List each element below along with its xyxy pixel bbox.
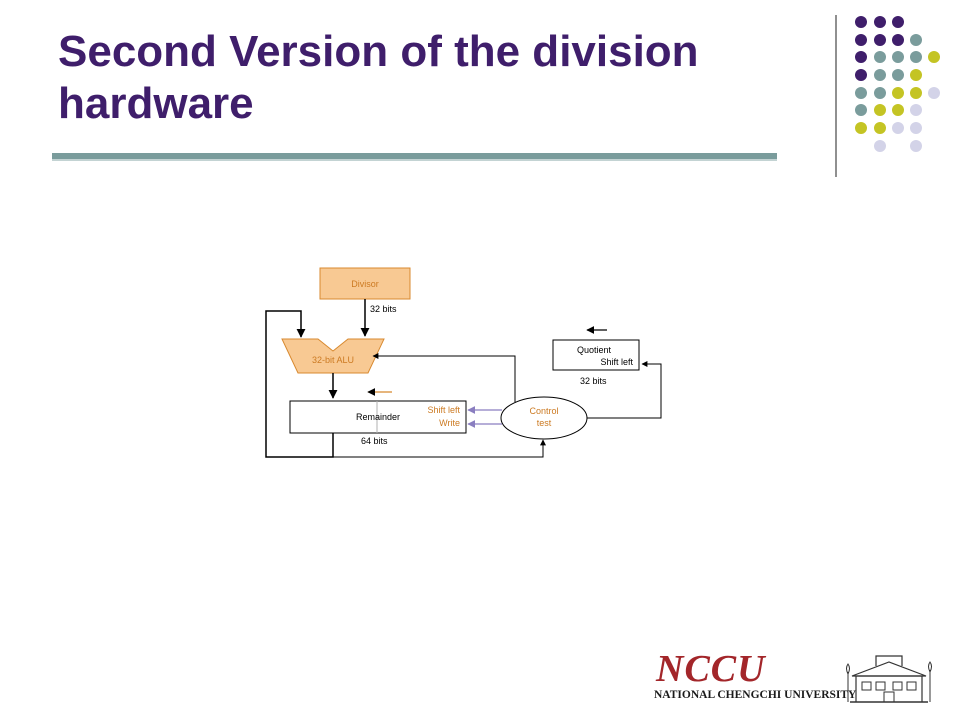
- quotient-shift-label: Shift left: [600, 357, 633, 367]
- dot: [874, 51, 886, 63]
- quotient-register: [552, 339, 640, 371]
- dot: [874, 87, 886, 99]
- remainder-to-control-wire: [333, 439, 546, 458]
- dot: [892, 69, 904, 81]
- dot: [855, 104, 867, 116]
- dot: [910, 104, 922, 116]
- dot: [874, 104, 886, 116]
- dot: [874, 140, 886, 152]
- dot: [928, 87, 940, 99]
- remainder-write-label: Write: [439, 418, 460, 428]
- dot: [910, 69, 922, 81]
- remainder-register: [289, 400, 467, 434]
- dot: [892, 16, 904, 28]
- slide-title: Second Version of the division hardware: [58, 27, 699, 128]
- dot: [855, 34, 867, 46]
- dot: [855, 16, 867, 28]
- alu-label: 32-bit ALU: [312, 355, 354, 365]
- dot: [855, 122, 867, 134]
- divisor-label: Divisor: [351, 279, 379, 289]
- logo-mark: NCCU: [656, 648, 766, 690]
- remainder-label: Remainder: [356, 412, 400, 422]
- dot: [910, 87, 922, 99]
- dot: [892, 104, 904, 116]
- dot: [892, 122, 904, 134]
- remainder-width-label: 64 bits: [361, 436, 388, 446]
- control-to-quotient-wire: [587, 361, 662, 419]
- dot: [910, 51, 922, 63]
- dot: [855, 69, 867, 81]
- dot: [855, 87, 867, 99]
- nccu-logo: NCCU NATIONAL CHENGCHI UNIVERSITY: [650, 648, 940, 710]
- dot: [910, 140, 922, 152]
- divisor-register: [319, 267, 411, 300]
- decorative-dot-grid: [835, 15, 940, 177]
- remainder-to-alu-feedback-wire: [265, 310, 334, 458]
- university-name: NATIONAL CHENGCHI UNIVERSITY: [654, 689, 857, 701]
- dot: [928, 51, 940, 63]
- dot: [892, 51, 904, 63]
- control-to-alu-wire: [372, 353, 516, 402]
- control-label: Control: [529, 406, 558, 416]
- dot: [874, 34, 886, 46]
- dot: [910, 122, 922, 134]
- dot: [892, 87, 904, 99]
- title-underline: [52, 153, 777, 161]
- dot: [874, 69, 886, 81]
- dot: [855, 51, 867, 63]
- test-label: test: [537, 418, 552, 428]
- dot: [910, 34, 922, 46]
- quotient-label: Quotient: [577, 345, 612, 355]
- divisor-width-label: 32 bits: [370, 304, 397, 314]
- dot: [892, 34, 904, 46]
- dot: [874, 122, 886, 134]
- remainder-shift-label: Shift left: [427, 405, 460, 415]
- alu-shape: [281, 338, 385, 374]
- building-icon: [846, 655, 932, 703]
- dot: [874, 16, 886, 28]
- quotient-width-label: 32 bits: [580, 376, 607, 386]
